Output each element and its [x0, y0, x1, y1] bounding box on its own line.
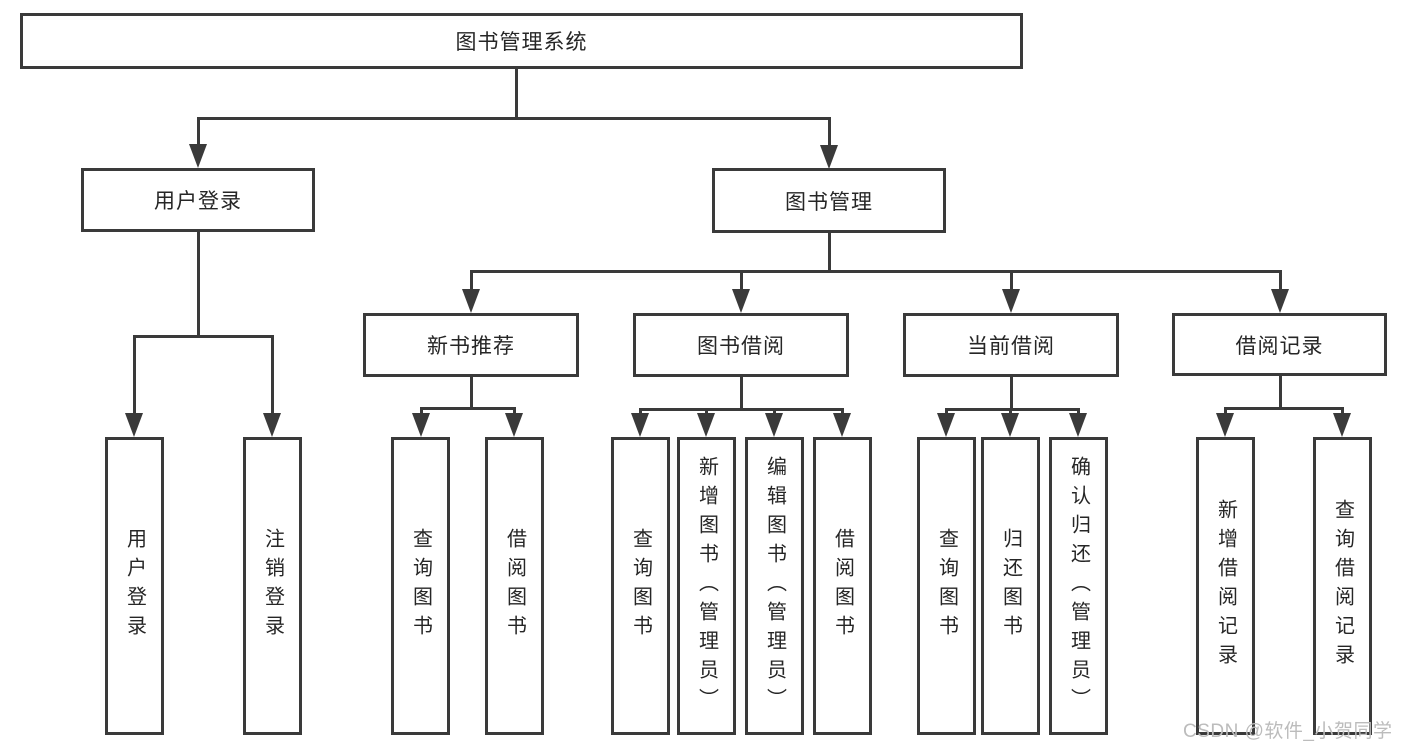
arrowhead-down-icon	[765, 413, 783, 437]
connector-vline	[841, 408, 844, 416]
node-new-book-recommend: 新书推荐	[363, 313, 579, 377]
leaf-logout-label: 注销登录	[261, 528, 284, 644]
arrowhead-down-icon	[1001, 413, 1019, 437]
connector-vline	[1009, 408, 1012, 416]
node-root-label: 图书管理系统	[455, 31, 588, 54]
leaf-cb-confirm-return-admin: 确认归还（管理员）	[1049, 437, 1108, 735]
arrowhead-down-icon	[1069, 413, 1087, 437]
arrowhead-down-icon	[1271, 289, 1289, 313]
node-root: 图书管理系统	[20, 13, 1023, 69]
leaf-nbr-query-books: 查询图书	[391, 437, 450, 735]
arrowhead-down-icon	[833, 413, 851, 437]
connector-vline	[945, 408, 948, 416]
connector-vline	[773, 408, 776, 416]
connector-hline	[945, 408, 1080, 411]
connector-vline	[1224, 407, 1227, 416]
connector-hline	[197, 117, 831, 120]
leaf-nbr-query-books-label: 查询图书	[409, 528, 432, 644]
connector-vline	[828, 233, 831, 270]
connector-vline	[1010, 270, 1013, 292]
arrowhead-down-icon	[505, 413, 523, 437]
node-book-borrowing-label: 图书借阅	[697, 335, 785, 358]
connector-vline	[513, 407, 516, 416]
leaf-bb-query-books: 查询图书	[611, 437, 670, 735]
leaf-br-add-record-label: 新增借阅记录	[1214, 499, 1237, 673]
leaf-bb-query-books-label: 查询图书	[629, 528, 652, 644]
node-new-book-recommend-label: 新书推荐	[427, 335, 515, 358]
connector-vline	[1341, 407, 1344, 416]
connector-hline	[470, 270, 1282, 273]
arrowhead-down-icon	[631, 413, 649, 437]
connector-hline	[133, 335, 274, 338]
connector-vline	[197, 232, 200, 335]
connector-vline	[420, 407, 423, 416]
leaf-cb-query-books-label: 查询图书	[935, 528, 958, 644]
leaf-br-query-record: 查询借阅记录	[1313, 437, 1372, 735]
leaf-cb-return-books-label: 归还图书	[999, 528, 1022, 644]
leaf-user-login-label: 用户登录	[123, 528, 146, 644]
watermark-text: CSDN @软件_小贺同学	[1183, 721, 1393, 742]
arrowhead-down-icon	[697, 413, 715, 437]
connector-vline	[828, 117, 831, 148]
arrowhead-down-icon	[1333, 413, 1351, 437]
arrowhead-down-icon	[189, 144, 207, 168]
connector-vline	[1279, 376, 1282, 407]
connector-vline	[705, 408, 708, 416]
connector-hline	[420, 407, 516, 410]
connector-vline	[197, 117, 200, 147]
connector-vline	[1077, 408, 1080, 416]
connector-hline	[639, 408, 844, 411]
leaf-nbr-borrow-books: 借阅图书	[485, 437, 544, 735]
leaf-bb-edit-books-admin: 编辑图书（管理员）	[745, 437, 804, 735]
leaf-logout: 注销登录	[243, 437, 302, 735]
leaf-br-add-record: 新增借阅记录	[1196, 437, 1255, 735]
leaf-cb-confirm-return-admin-label: 确认归还（管理员）	[1067, 455, 1090, 717]
arrowhead-down-icon	[263, 413, 281, 437]
connector-hline	[1224, 407, 1344, 410]
arrowhead-down-icon	[820, 145, 838, 169]
connector-vline	[133, 335, 136, 416]
arrowhead-down-icon	[125, 413, 143, 437]
connector-vline	[1010, 377, 1013, 408]
leaf-bb-edit-books-admin-label: 编辑图书（管理员）	[763, 455, 786, 717]
connector-vline	[515, 69, 518, 117]
node-book-management: 图书管理	[712, 168, 946, 233]
arrowhead-down-icon	[412, 413, 430, 437]
arrowhead-down-icon	[1002, 289, 1020, 313]
connector-vline	[740, 270, 743, 292]
connector-vline	[470, 270, 473, 292]
node-borrowing-records: 借阅记录	[1172, 313, 1387, 376]
leaf-user-login: 用户登录	[105, 437, 164, 735]
leaf-br-query-record-label: 查询借阅记录	[1331, 499, 1354, 673]
connector-vline	[639, 408, 642, 416]
connector-vline	[1279, 270, 1282, 292]
node-book-borrowing: 图书借阅	[633, 313, 849, 377]
leaf-bb-borrow-books: 借阅图书	[813, 437, 872, 735]
node-user-login-label: 用户登录	[154, 190, 242, 213]
arrowhead-down-icon	[937, 413, 955, 437]
connector-vline	[470, 377, 473, 407]
leaf-nbr-borrow-books-label: 借阅图书	[503, 528, 526, 644]
node-book-management-label: 图书管理	[785, 190, 873, 214]
leaf-cb-query-books: 查询图书	[917, 437, 976, 735]
connector-vline	[271, 335, 274, 416]
node-user-login: 用户登录	[81, 168, 315, 232]
node-borrowing-records-label: 借阅记录	[1235, 334, 1324, 358]
connector-vline	[740, 377, 743, 408]
leaf-bb-add-books-admin-label: 新增图书（管理员）	[695, 455, 718, 717]
leaf-bb-add-books-admin: 新增图书（管理员）	[677, 437, 736, 735]
arrowhead-down-icon	[1216, 413, 1234, 437]
leaf-cb-return-books: 归还图书	[981, 437, 1040, 735]
node-current-borrowing: 当前借阅	[903, 313, 1119, 377]
node-current-borrowing-label: 当前借阅	[967, 335, 1055, 358]
leaf-bb-borrow-books-label: 借阅图书	[831, 528, 854, 644]
arrowhead-down-icon	[732, 289, 750, 313]
arrowhead-down-icon	[462, 289, 480, 313]
